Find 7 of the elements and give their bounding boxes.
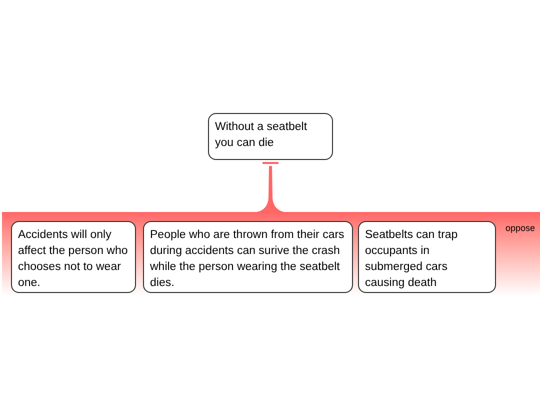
argument-box: Accidents will only affect the person who chooses not to wear one. <box>11 221 136 293</box>
argument-box: People who are thrown from their cars during accidents can surive the crash while the person wearing the seatbelt dies. <box>143 221 353 293</box>
opposition-band <box>2 212 540 296</box>
band-label: oppose <box>505 222 535 235</box>
argument-box: Seatbelts can trap occupants in submerged cars causing death <box>358 221 496 293</box>
connector <box>256 162 284 212</box>
argument-box: Without a seatbelt you can die <box>208 113 333 160</box>
